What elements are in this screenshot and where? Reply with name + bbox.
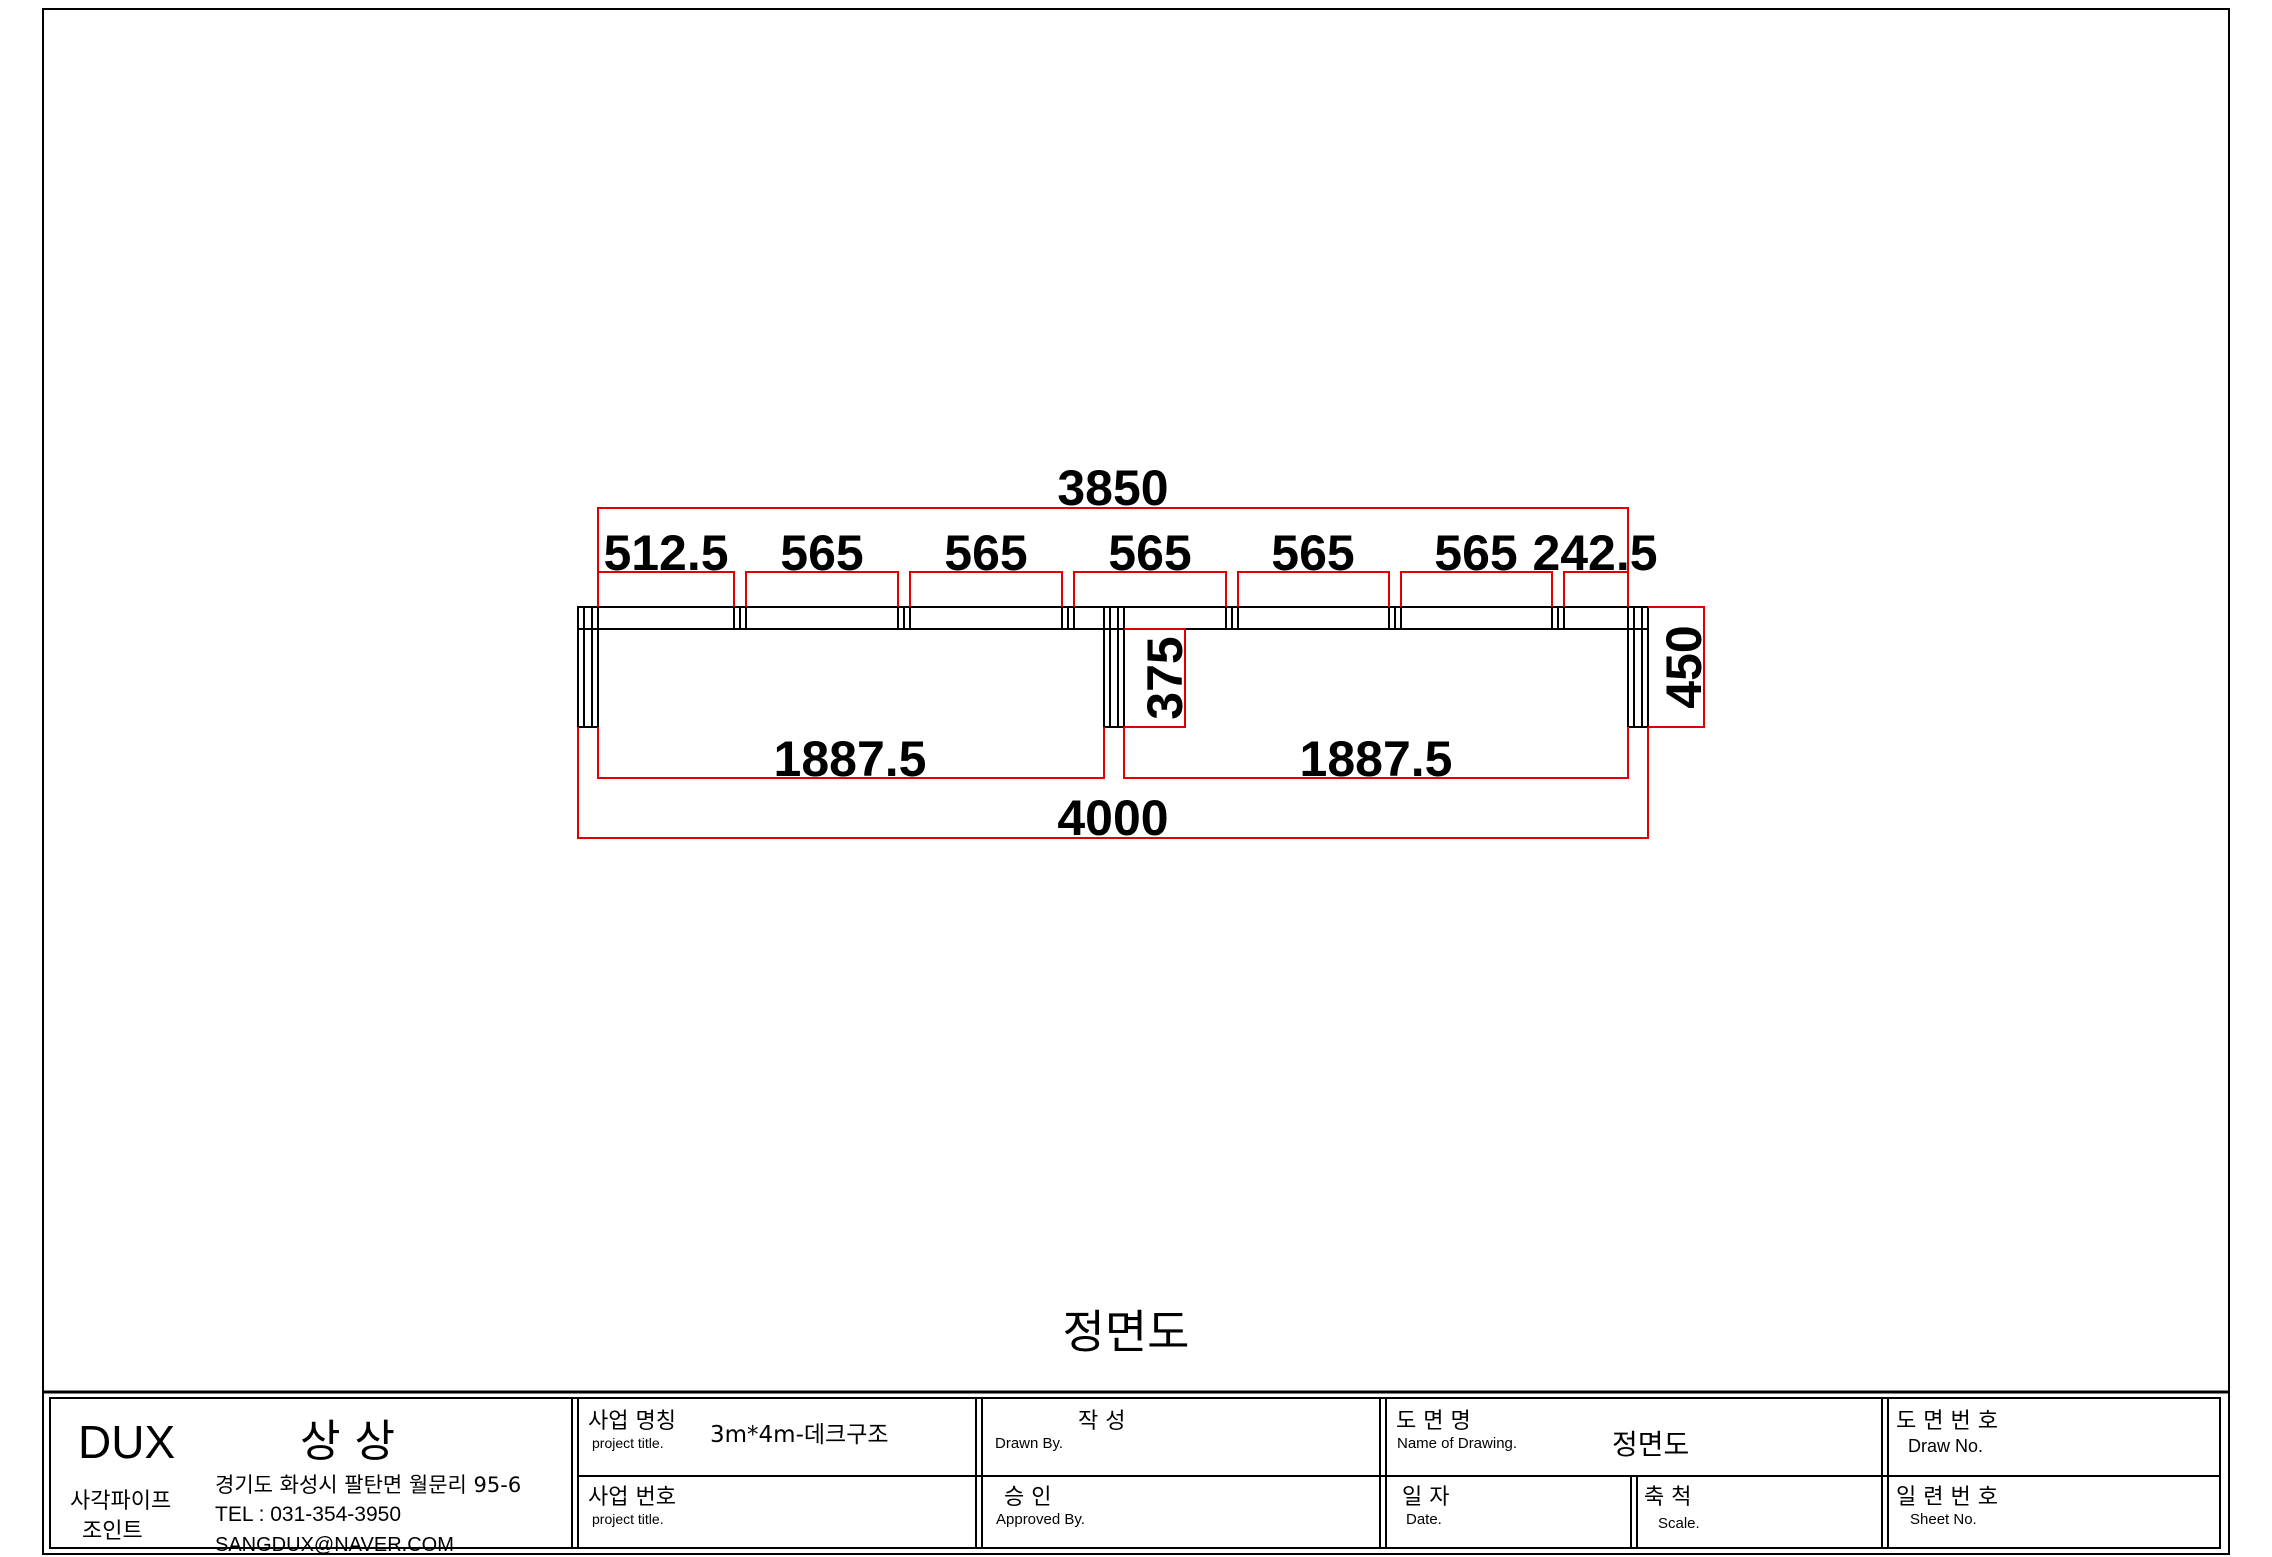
- sheet-no-sub: Sheet No.: [1910, 1511, 1977, 1528]
- dim-label-seg-3: 565: [944, 525, 1027, 581]
- dim-line-bottom-right: [1123, 727, 1629, 779]
- company-logo: DUX: [78, 1416, 175, 1468]
- dim-line-4000: [577, 727, 1649, 839]
- dim-line-seg-7: [1563, 571, 1629, 607]
- drawn-label: 작 성: [1078, 1409, 1125, 1434]
- left-post: [577, 606, 599, 728]
- drawing-name-value: 정면도: [1612, 1428, 1689, 1461]
- joist-marks: [733, 607, 1565, 629]
- scale-label: 축 척: [1644, 1485, 1691, 1510]
- dim-line-seg-4: [1073, 571, 1227, 607]
- view-title: 정면도: [1063, 1305, 1190, 1359]
- dim-line-bottom-left: [597, 727, 1105, 779]
- dim-label-375: 375: [1137, 636, 1193, 719]
- dim-label-seg-4: 565: [1108, 525, 1191, 581]
- project-name-sub: project title.: [592, 1435, 664, 1451]
- dimension-lines: [577, 507, 1705, 839]
- dim-label-seg-6: 565: [1434, 525, 1517, 581]
- dim-line-seg-5: [1237, 571, 1390, 607]
- drawing-name-label: 도 면 명: [1396, 1409, 1471, 1434]
- dimension-labels: 3850 512.5 565 565 565 565 565 242.5 188…: [603, 460, 1712, 846]
- draw-no-sub: Draw No.: [1908, 1436, 1983, 1456]
- dim-line-seg-6: [1400, 571, 1553, 607]
- date-sub: Date.: [1406, 1511, 1442, 1528]
- dim-line-375: [1124, 628, 1186, 728]
- dim-line-3850: [597, 507, 1629, 607]
- project-name-label: 사업 명칭: [588, 1409, 676, 1434]
- dim-label-450: 450: [1656, 625, 1712, 708]
- dim-label-bottom-left: 1887.5: [774, 731, 927, 787]
- project-name-value: 3m*4m-데크구조: [710, 1422, 889, 1448]
- title-block-text: DUX 상 상 사각파이프 조인트 경기도 화성시 팔탄면 월문리 95-6 T…: [70, 1409, 1998, 1556]
- dim-label-seg-7: 242.5: [1532, 525, 1657, 581]
- dim-label-seg-5: 565: [1271, 525, 1354, 581]
- project-no-label: 사업 번호: [588, 1485, 676, 1510]
- right-post: [1627, 606, 1649, 728]
- dim-label-3850: 3850: [1057, 460, 1168, 516]
- drawn-sub: Drawn By.: [995, 1435, 1063, 1452]
- title-block: [43, 1390, 2229, 1549]
- dim-label-bottom-right: 1887.5: [1300, 731, 1453, 787]
- middle-post: [1103, 606, 1125, 728]
- dim-label-seg-1: 512.5: [603, 525, 728, 581]
- sheet-no-label: 일 련 번 호: [1896, 1485, 1998, 1510]
- dim-label-4000: 4000: [1057, 790, 1168, 846]
- dim-line-seg-3: [909, 571, 1063, 607]
- company-line-1: 사각파이프: [70, 1489, 171, 1514]
- project-no-sub: project title.: [592, 1511, 664, 1527]
- date-label: 일 자: [1402, 1485, 1449, 1510]
- top-rail: [577, 606, 1649, 630]
- dim-line-450: [1648, 606, 1705, 728]
- approved-label: 승 인: [1004, 1485, 1051, 1510]
- approved-sub: Approved By.: [996, 1511, 1085, 1528]
- sheet-border: [42, 8, 2230, 1555]
- dim-line-seg-2: [745, 571, 899, 607]
- draw-no-label: 도 면 번 호: [1896, 1409, 1998, 1434]
- dim-label-seg-2: 565: [780, 525, 863, 581]
- deck-structure: [577, 606, 1649, 728]
- company-line-2: 조인트: [82, 1519, 143, 1544]
- scale-sub: Scale.: [1658, 1515, 1700, 1532]
- company-address: 경기도 화성시 팔탄면 월문리 95-6: [215, 1473, 521, 1497]
- company-tel: TEL : 031-354-3950: [215, 1503, 401, 1526]
- drawing-name-sub: Name of Drawing.: [1397, 1435, 1517, 1452]
- dim-line-seg-1: [597, 571, 735, 607]
- company-email: SANGDUX@NAVER.COM: [215, 1534, 454, 1556]
- company-name: 상 상: [300, 1416, 395, 1467]
